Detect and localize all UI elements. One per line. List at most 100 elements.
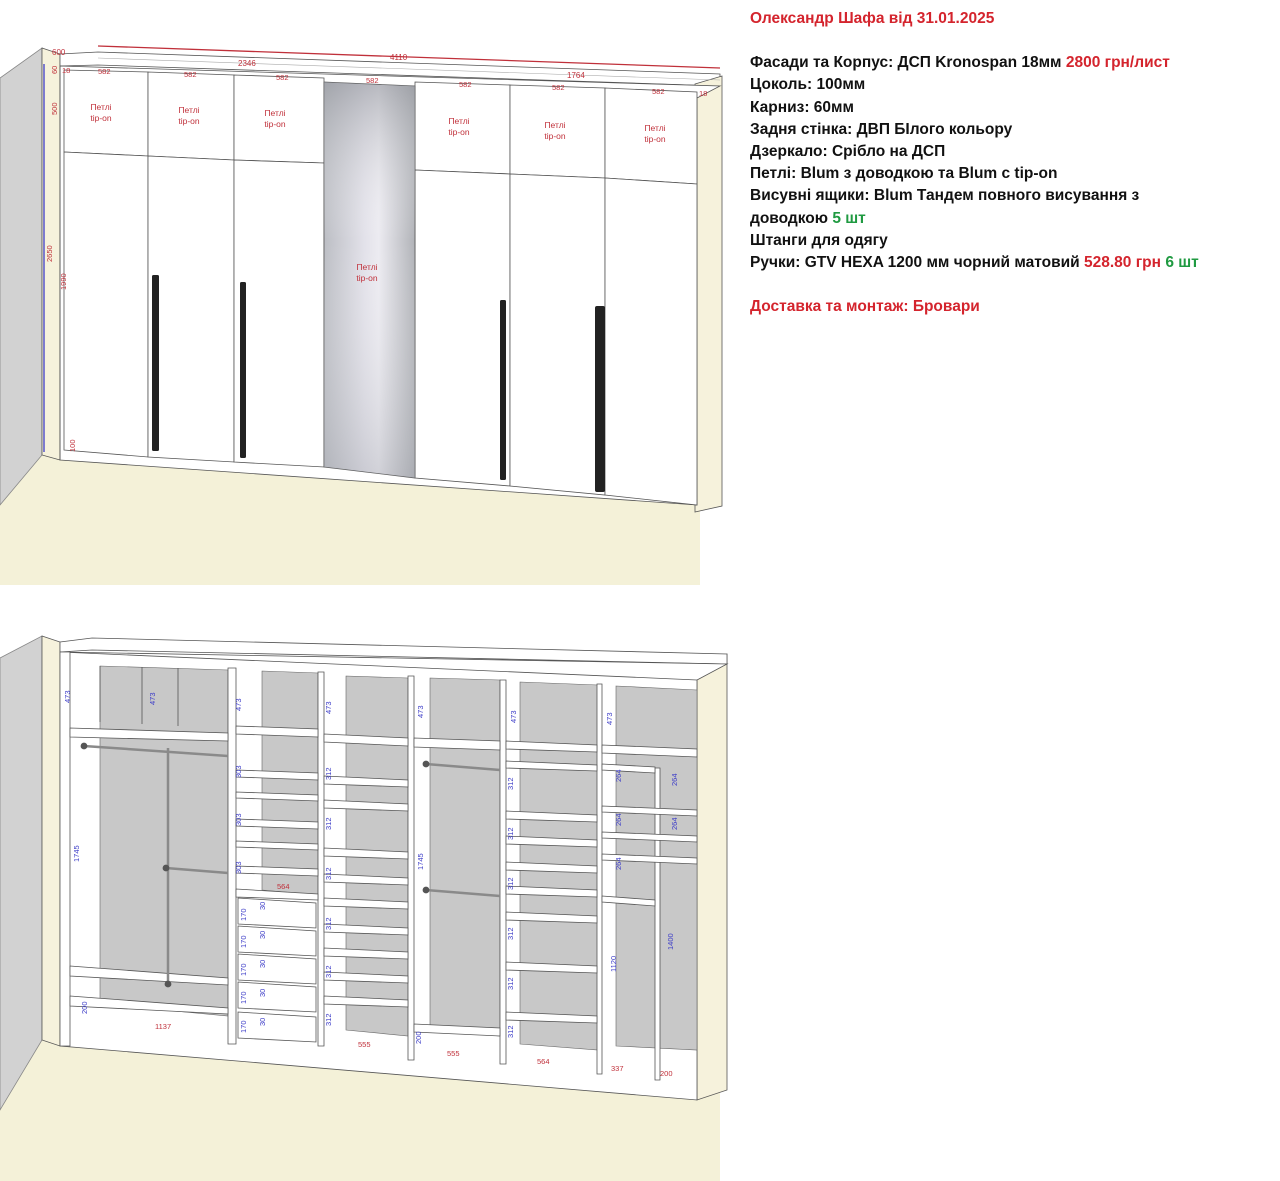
dim-264: 264 xyxy=(670,773,679,786)
dim-200: 200 xyxy=(80,1001,89,1014)
hinge-label: tip-on xyxy=(264,119,286,129)
drawer xyxy=(237,925,317,957)
dim-30: 30 xyxy=(258,989,267,997)
dim-564: 564 xyxy=(277,882,290,891)
dim-555: 555 xyxy=(447,1049,460,1058)
dim-312: 312 xyxy=(324,817,333,830)
dim-312: 312 xyxy=(506,927,515,940)
dim-total-height: 2650 xyxy=(45,245,54,262)
spec-back-panel: Задня стінка: ДВП БІлого кольору xyxy=(750,120,1013,138)
inside-dimensions-horizontal: 1137 564 555 555 564 337 200 xyxy=(155,882,673,1078)
drawer xyxy=(237,953,317,985)
dim-312: 312 xyxy=(506,977,515,990)
upper-facades xyxy=(63,69,698,185)
spec-drawers-label: доводкою xyxy=(750,209,828,227)
dim-panel: 582 xyxy=(98,67,111,76)
drawer xyxy=(237,1011,317,1043)
dim-30: 30 xyxy=(258,960,267,968)
dim-564: 564 xyxy=(537,1057,550,1066)
dim-plinth: 100 xyxy=(68,439,77,452)
dim-panel: 582 xyxy=(652,87,665,96)
dim-473: 473 xyxy=(416,705,425,718)
dim-panel: 582 xyxy=(276,73,289,82)
dim-473: 473 xyxy=(148,692,157,705)
dim-panel: 582 xyxy=(366,76,379,85)
spec-handles: Ручки: GTV HEXA 1200 мм чорний матовий 5… xyxy=(750,252,1275,274)
dim-1400: 1400 xyxy=(666,933,675,950)
dim-lower: 1990 xyxy=(59,273,68,290)
dim-312: 312 xyxy=(324,917,333,930)
hinge-label: Петлі xyxy=(90,102,111,112)
dim-30: 30 xyxy=(258,931,267,939)
spec-rods: Штанги для одягу xyxy=(750,231,888,249)
section-5 xyxy=(505,740,598,1024)
dim-30: 30 xyxy=(258,902,267,910)
front-view: Петлі tip-on Петлі tip-on Петлі tip-on П… xyxy=(0,45,723,585)
hinge-label: Петлі xyxy=(356,262,377,272)
spec-mirror: Дзеркало: Срібло на ДСП xyxy=(750,143,946,161)
hinge-label: tip-on xyxy=(178,116,200,126)
hinge-label: Петлі xyxy=(264,108,285,118)
hinge-label: Петлі xyxy=(448,116,469,126)
dim-170: 170 xyxy=(239,908,248,921)
spec-handles-qty: 6 шт xyxy=(1165,254,1199,272)
spec-hinges: Петлі: Blum з доводкою та Blum с tip-on xyxy=(750,165,1058,183)
dim-264: 264 xyxy=(614,813,623,826)
dim-right-width: 1764 xyxy=(567,71,585,80)
inside-dimensions-blue: 473 473 473 473 473 473 473 1745 1745 30… xyxy=(63,690,679,1044)
left-wall xyxy=(0,635,43,1111)
height-dimensions: 60 500 2650 1990 100 xyxy=(43,64,77,452)
top-dimensions: 600 4110 2346 1764 18 18 582 582 582 582… xyxy=(52,45,721,98)
left-wall xyxy=(0,47,43,506)
specification-panel: Олександр Шафа від 31.01.2025 Фасади та … xyxy=(750,8,1275,318)
dim-170: 170 xyxy=(239,991,248,1004)
door-handles xyxy=(152,275,605,492)
dim-panel: 582 xyxy=(552,83,565,92)
dim-264: 264 xyxy=(614,857,623,870)
dim-1745: 1745 xyxy=(72,845,81,862)
dim-200: 200 xyxy=(414,1031,423,1044)
dim-depth: 600 xyxy=(52,48,66,57)
dim-303: 303 xyxy=(234,813,243,826)
dim-1120: 1120 xyxy=(609,956,618,972)
vertical-panels xyxy=(59,651,661,1081)
dim-312: 312 xyxy=(506,827,515,840)
spec-handles-price: 528.80 грн xyxy=(1084,254,1162,272)
right-side-panel xyxy=(694,75,723,513)
hinge-label: tip-on xyxy=(90,113,112,123)
dim-312: 312 xyxy=(324,867,333,880)
dim-555: 555 xyxy=(358,1040,371,1049)
dim-312: 312 xyxy=(324,1013,333,1026)
dim-1745: 1745 xyxy=(416,853,425,870)
dim-303: 303 xyxy=(234,765,243,778)
hinge-label: tip-on xyxy=(448,127,470,137)
section-3 xyxy=(323,733,409,1008)
dim-panel: 582 xyxy=(184,70,197,79)
floor xyxy=(0,455,700,585)
dim-312: 312 xyxy=(324,767,333,780)
dim-264: 264 xyxy=(670,817,679,830)
inside-view: 473 473 473 473 473 473 473 1745 1745 30… xyxy=(0,635,729,1181)
hinge-label: Петлі xyxy=(544,120,565,130)
dim-left-width: 2346 xyxy=(238,59,256,68)
dim-473: 473 xyxy=(324,701,333,714)
spec-facades-label: Фасади та Корпус: ДСП Kronospan 18мм xyxy=(750,54,1062,72)
hinge-label: tip-on xyxy=(644,134,666,144)
hinge-label: Петлі xyxy=(178,105,199,115)
dim-top: 500 xyxy=(50,102,59,115)
dim-312: 312 xyxy=(506,777,515,790)
dim-473: 473 xyxy=(63,690,72,703)
section-6 xyxy=(601,744,698,907)
dim-303: 303 xyxy=(234,861,243,874)
handle-icon xyxy=(240,282,246,458)
dim-473: 473 xyxy=(605,712,614,725)
drawer xyxy=(237,981,317,1013)
dim-264: 264 xyxy=(614,769,623,782)
dim-cornice: 60 xyxy=(50,66,59,74)
dim-170: 170 xyxy=(239,935,248,948)
dim-170: 170 xyxy=(239,1020,248,1033)
right-side-panel xyxy=(696,653,728,1101)
left-side-panel xyxy=(41,635,61,1047)
spec-plinth: Цоколь: 100мм xyxy=(750,76,866,94)
